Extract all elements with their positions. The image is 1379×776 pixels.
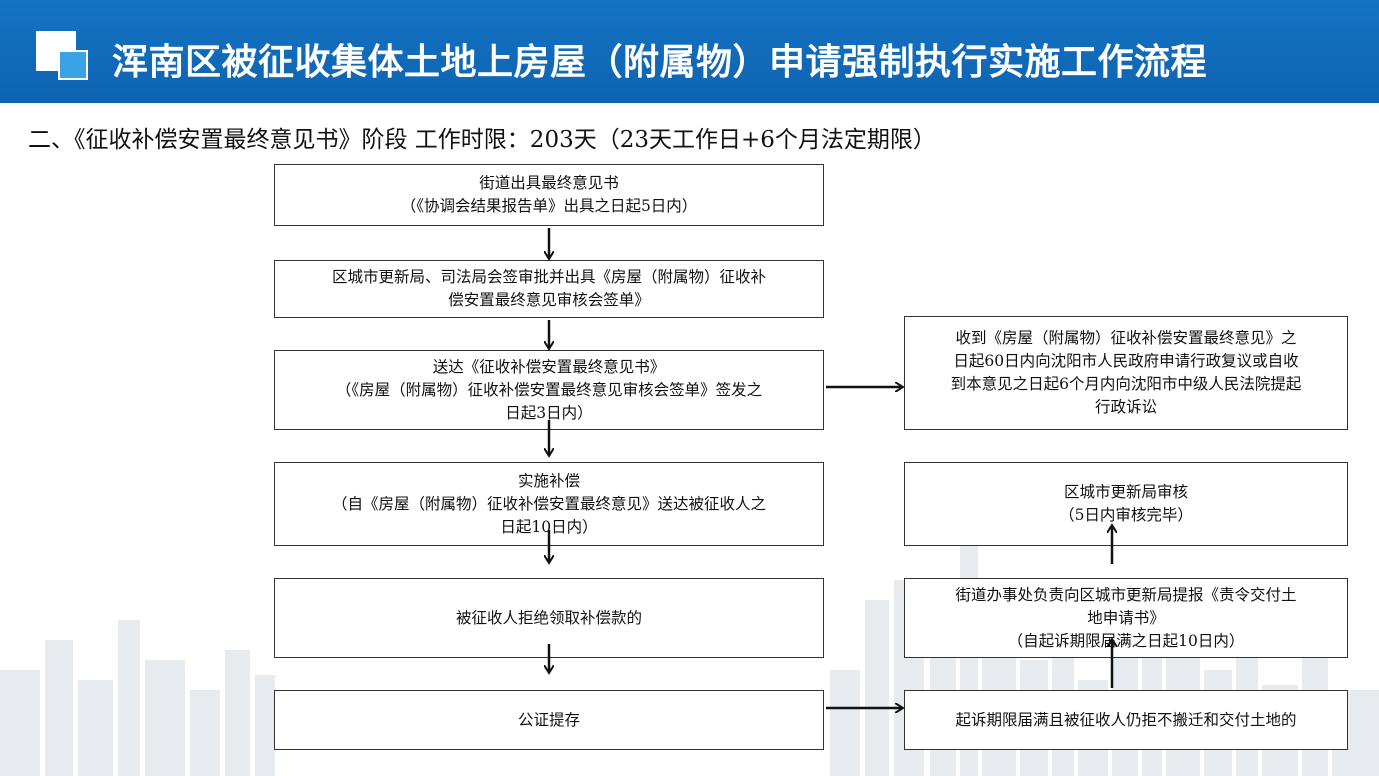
step-countersign-approval: 区城市更新局、司法局会签审批并出具《房屋（附属物）征收补 偿安置最终意见审核会签… xyxy=(274,260,824,318)
header-bar: 浑南区被征收集体土地上房屋（附属物）申请强制执行实施工作流程 xyxy=(0,0,1379,103)
step-text: 行政诉讼 xyxy=(1094,398,1157,416)
step-text: 地申请书》 xyxy=(1087,608,1165,627)
step-text: （5日内审核完毕） xyxy=(1059,506,1193,524)
step-text: （《房屋（附属物）征收补偿安置最终意见审核会签单》签发之 xyxy=(335,380,763,399)
step-text: 起诉期限届满且被征收人仍拒不搬迁和交付土地的 xyxy=(955,710,1297,729)
step-text: 街道出具最终意见书 xyxy=(479,174,619,192)
logo-square-front xyxy=(58,50,88,80)
step-text: 区城市更新局、司法局会签审批并出具《房屋（附属物）征收补 xyxy=(331,268,766,286)
step-notary-deposit: 公证提存 xyxy=(274,690,824,750)
step-text: 实施补偿 xyxy=(517,471,580,490)
step-deadline-expired: 起诉期限届满且被征收人仍拒不搬迁和交付土地的 xyxy=(904,690,1348,750)
step-street-final-opinion: 街道出具最终意见书 （《协调会结果报告单》出具之日起5日内） xyxy=(274,164,824,226)
step-text: 街道办事处负责向区城市更新局提报《责令交付土 xyxy=(955,585,1297,604)
step-text: （《协调会结果报告单》出具之日起5日内） xyxy=(400,197,698,215)
step-text: 日起3日内） xyxy=(505,403,593,422)
step-submit-land-request: 街道办事处负责向区城市更新局提报《责令交付土 地申请书》 （自起诉期限届满之日起… xyxy=(904,578,1348,658)
step-text: 收到《房屋（附属物）征收补偿安置最终意见》之 xyxy=(955,329,1297,347)
stage-subtitle: 二、《征收补偿安置最终意见书》阶段 工作时限：203天（23天工作日+6个月法定… xyxy=(28,127,936,153)
step-text: 送达《征收补偿安置最终意见书》 xyxy=(432,357,666,376)
step-text: 到本意见之日起6个月内向沈阳市中级人民法院提起 xyxy=(950,375,1302,393)
step-text: 日起60日内向沈阳市人民政府申请行政复议或自收 xyxy=(953,352,1299,370)
step-implement-compensation: 实施补偿 （自《房屋（附属物）征收补偿安置最终意见》送达被征收人之 日起10日内… xyxy=(274,462,824,546)
step-text: 偿安置最终意见审核会签单》 xyxy=(448,291,650,309)
step-text: 日起10日内） xyxy=(500,517,598,536)
step-refuse-compensation: 被征收人拒绝领取补偿款的 xyxy=(274,578,824,658)
step-text: 被征收人拒绝领取补偿款的 xyxy=(455,608,642,627)
step-text: （自起诉期限届满之日起10日内） xyxy=(1007,631,1245,650)
step-deliver-opinion: 送达《征收补偿安置最终意见书》 （《房屋（附属物）征收补偿安置最终意见审核会签单… xyxy=(274,350,824,430)
step-text: 公证提存 xyxy=(517,710,580,729)
step-text: （自《房屋（附属物）征收补偿安置最终意见》送达被征收人之 xyxy=(331,494,766,513)
step-review-or-litigation: 收到《房屋（附属物）征收补偿安置最终意见》之 日起60日内向沈阳市人民政府申请行… xyxy=(904,316,1348,430)
step-text: 区城市更新局审核 xyxy=(1063,483,1188,501)
step-bureau-review: 区城市更新局审核 （5日内审核完毕） xyxy=(904,462,1348,546)
page-title: 浑南区被征收集体土地上房屋（附属物）申请强制执行实施工作流程 xyxy=(112,42,1208,83)
